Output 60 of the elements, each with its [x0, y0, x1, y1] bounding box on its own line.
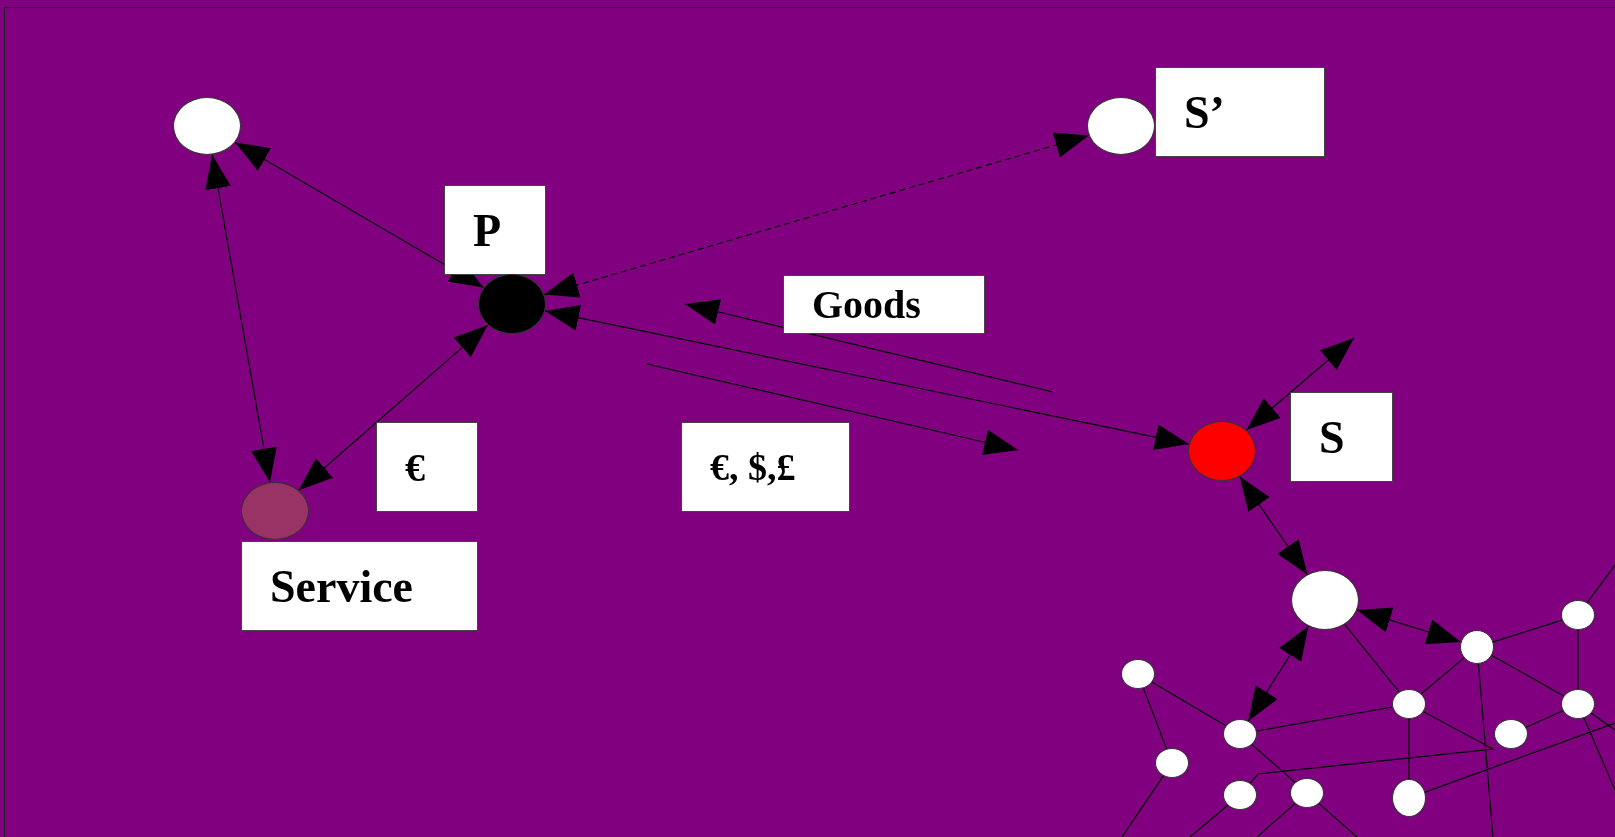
network-node-circle: [1561, 689, 1595, 719]
connector-line: [1121, 775, 1164, 837]
box-label: Goods: [812, 281, 921, 328]
connector-line: [1420, 657, 1465, 695]
network-node-circle: [173, 97, 241, 155]
network-node-circle: [1561, 600, 1595, 630]
connector-line: [1491, 654, 1565, 697]
connector-line: [1189, 804, 1229, 837]
label-box: [1290, 392, 1393, 482]
connector-line: [1151, 681, 1227, 727]
network-node-circle: [1494, 719, 1528, 749]
network-node-circle: [1290, 778, 1324, 808]
connector-line: [1142, 687, 1168, 750]
label-box: [376, 422, 478, 512]
arrow: [544, 305, 1190, 450]
network-node-circle: [1392, 689, 1426, 719]
network-node-circle: [1121, 659, 1155, 689]
connector-line: [1256, 803, 1296, 837]
network-node-circle: [241, 482, 309, 540]
box-label: S: [1319, 410, 1345, 464]
arrow: [1239, 476, 1308, 575]
connector-line: [1583, 717, 1615, 791]
network-node-circle: [1392, 779, 1426, 817]
connector-line: [1577, 629, 1579, 690]
connector-line: [1318, 803, 1358, 837]
network-node-circle: [478, 274, 546, 334]
network-node-circle: [1460, 630, 1494, 664]
network-node-circle: [1223, 719, 1257, 749]
box-label: €, $,£: [710, 445, 796, 489]
box-label: €: [405, 443, 425, 491]
box-label: S’: [1184, 85, 1225, 139]
label-box: [1155, 67, 1325, 157]
label-box: [241, 541, 478, 631]
label-box: [681, 422, 850, 512]
network-node-circle: [1087, 97, 1155, 155]
connector-line: [1256, 706, 1393, 732]
network-node-circle: [1155, 748, 1189, 778]
connector-line: [1525, 710, 1564, 728]
arrow: [1245, 337, 1355, 431]
label-box: [783, 275, 985, 334]
network-node-circle: [1223, 780, 1257, 810]
connector-line: [1344, 623, 1400, 693]
connector-line: [1590, 712, 1615, 731]
connector-line: [1251, 744, 1296, 783]
arrow: [298, 324, 489, 491]
network-node-circle: [1188, 421, 1256, 481]
connector-line: [1477, 663, 1494, 837]
connector-line: [1408, 718, 1410, 780]
box-label: P: [473, 203, 502, 257]
box-label: Service: [270, 559, 414, 613]
arrow: [1247, 625, 1309, 722]
arrow: [234, 141, 485, 288]
arrow: [205, 154, 277, 483]
connector-line: [1586, 564, 1615, 603]
connector-line: [1249, 711, 1495, 784]
label-box: [444, 185, 546, 275]
connector-line: [1424, 722, 1615, 793]
arrow: [543, 132, 1090, 298]
connector-line: [1492, 619, 1563, 643]
arrow: [1356, 607, 1462, 645]
